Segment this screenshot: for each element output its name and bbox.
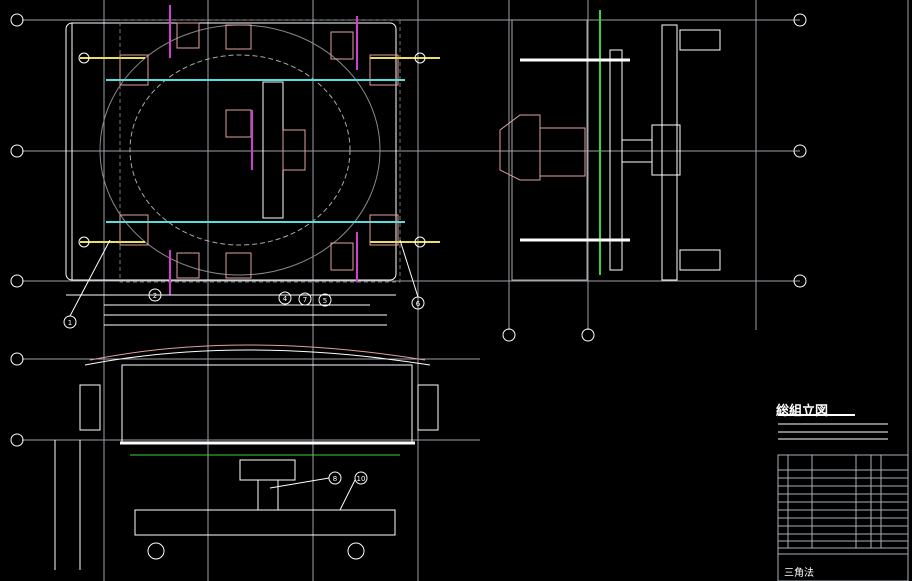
balloon-5: 5 [323, 297, 327, 305]
balloon-8: 8 [333, 475, 337, 483]
balloon-4: 4 [283, 295, 288, 303]
balloon-group-top: 1 2 4 7 5 6 8 10 [63, 239, 425, 511]
balloon-10: 10 [357, 475, 366, 483]
top-view [65, 5, 440, 326]
balloon-7: 7 [303, 296, 307, 304]
drawing-title: 総組立図 [776, 404, 829, 419]
front-view [54, 344, 439, 570]
balloon-2: 2 [153, 292, 157, 300]
side-view [499, 10, 721, 281]
axis-markers [10, 13, 807, 447]
projection-method: 三角法 [784, 568, 814, 579]
reference-lines [22, 0, 909, 581]
balloon-1: 1 [68, 319, 72, 327]
title-block [777, 414, 909, 581]
balloon-6: 6 [416, 300, 421, 308]
